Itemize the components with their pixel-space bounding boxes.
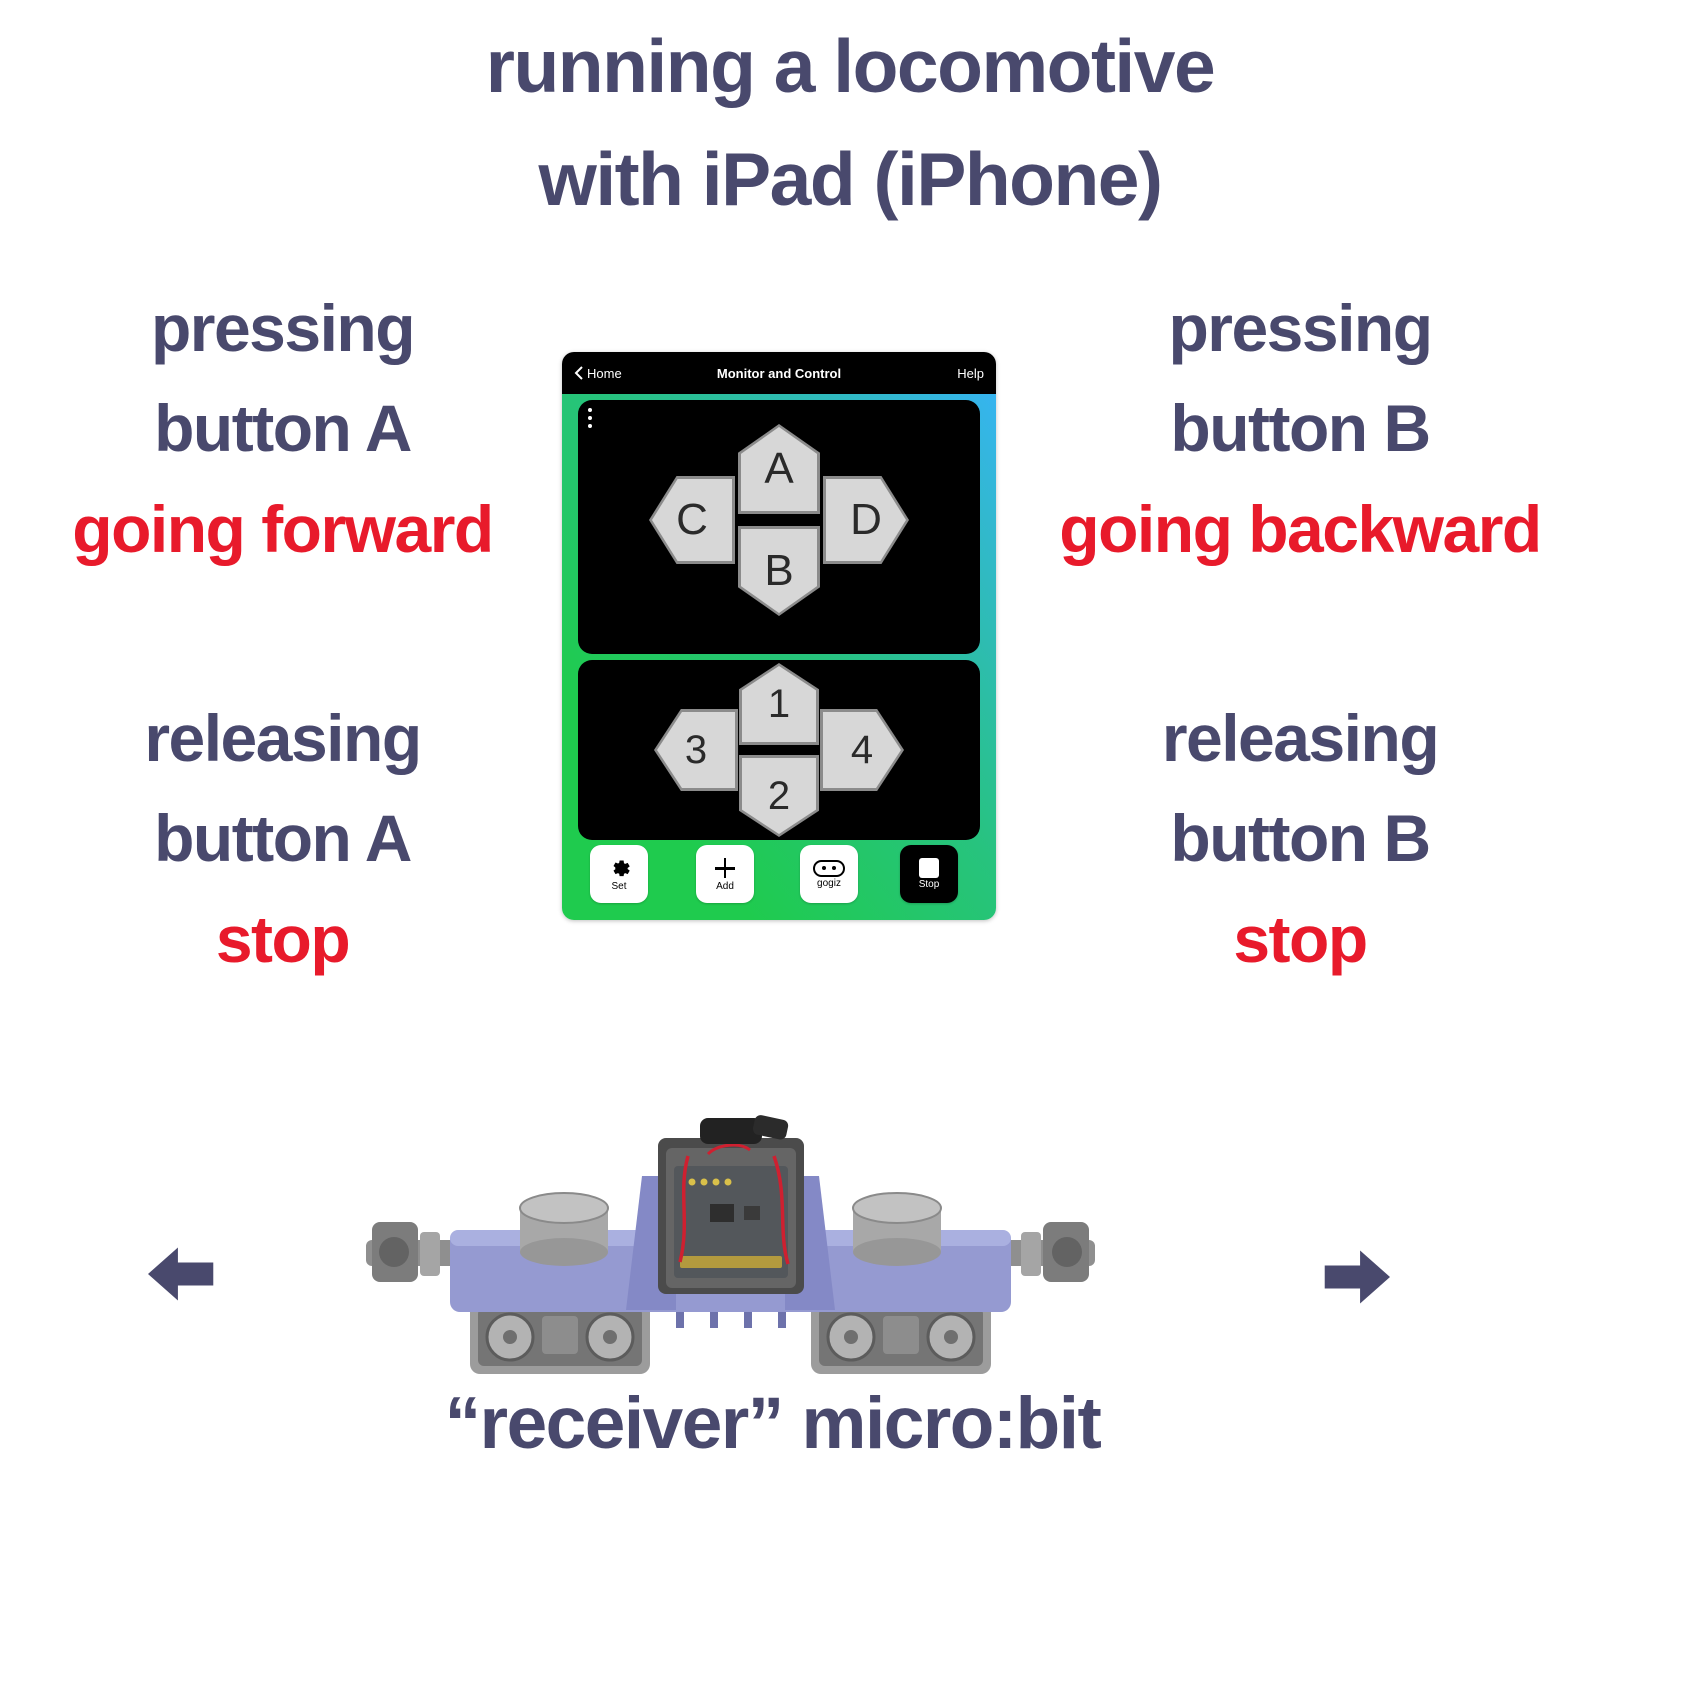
app-nav-bar: Monitor and Control Home Help: [562, 352, 996, 394]
press-a-line2: button A: [154, 391, 412, 466]
help-button[interactable]: Help: [957, 365, 984, 381]
title-line-2: with iPad (iPhone): [538, 136, 1164, 221]
annotation-release-button-a: releasing button A stop: [0, 688, 565, 989]
release-b-action: stop: [1233, 901, 1368, 976]
back-button[interactable]: Home: [574, 366, 622, 381]
annotation-release-button-b: releasing button B stop: [1000, 688, 1600, 989]
release-a-line2: button A: [154, 801, 412, 876]
right-coupler: [995, 1222, 1095, 1282]
right-arrow-icon: [1324, 1250, 1390, 1304]
release-b-line1: releasing: [1161, 701, 1440, 775]
release-a-action: stop: [215, 901, 351, 976]
press-b-line1: pressing: [1168, 291, 1433, 365]
dpad-numbers: 1 2 3 4: [654, 663, 904, 837]
right-motor: [852, 1192, 942, 1266]
press-a-line1: pressing: [150, 291, 416, 365]
dpad-letters-panel: A B C D: [578, 400, 980, 654]
dpad-button-b-label: B: [741, 529, 817, 613]
right-bogie: [811, 1300, 991, 1374]
left-arrow-icon: [148, 1247, 214, 1301]
stop-button[interactable]: Stop: [900, 845, 958, 903]
add-button-label: Add: [716, 881, 734, 892]
dpad-button-1[interactable]: 1: [739, 663, 819, 745]
plus-icon: [713, 856, 737, 880]
gear-icon: [613, 860, 630, 877]
left-bogie: [470, 1300, 650, 1374]
dpad-button-4-label: 4: [823, 712, 901, 788]
annotation-press-button-a: pressing button A going forward: [0, 278, 565, 579]
left-coupler: [366, 1222, 466, 1282]
back-button-label: Home: [587, 365, 622, 381]
locomotive-illustration: [366, 1115, 1095, 1374]
menu-dots-icon[interactable]: [588, 408, 593, 432]
dpad-button-3-label: 3: [657, 712, 735, 788]
dpad-numbers-panel: 1 2 3 4: [578, 660, 980, 840]
press-b-action: going backward: [1059, 491, 1542, 566]
press-a-action: going forward: [72, 491, 494, 566]
left-motor: [519, 1192, 609, 1266]
dpad-button-a-label: A: [741, 427, 817, 511]
dpad-button-3[interactable]: 3: [654, 709, 738, 791]
dpad-button-d-label: D: [826, 479, 906, 561]
stop-icon: [919, 858, 939, 878]
gogiz-button[interactable]: gogiz: [800, 845, 858, 903]
dpad-button-2[interactable]: 2: [739, 755, 819, 837]
page-title: running a locomotive with iPad (iPhone): [0, 10, 1700, 235]
gogiz-button-label: gogiz: [817, 877, 841, 889]
title-line-1: running a locomotive: [485, 24, 1216, 108]
dpad-letters: A B C D: [649, 424, 909, 616]
app-nav-title: Monitor and Control: [716, 365, 842, 381]
app-screenshot: Monitor and Control Home Help A B: [562, 352, 996, 920]
dpad-button-4[interactable]: 4: [820, 709, 904, 791]
release-a-line1: releasing: [144, 701, 422, 775]
set-button-label: Set: [611, 881, 627, 892]
press-b-line2: button B: [1170, 391, 1431, 466]
app-body: A B C D: [562, 394, 996, 920]
set-button[interactable]: Set: [590, 845, 648, 903]
release-b-line2: button B: [1170, 801, 1431, 876]
dpad-button-d[interactable]: D: [823, 476, 909, 564]
dpad-button-a[interactable]: A: [738, 424, 820, 514]
dpad-button-1-label: 1: [742, 666, 816, 742]
dpad-button-c-label: C: [652, 479, 732, 561]
stop-button-label: Stop: [918, 879, 940, 890]
dpad-button-c[interactable]: C: [649, 476, 735, 564]
dpad-button-b[interactable]: B: [738, 526, 820, 616]
caption: “receiver” micro:bit: [444, 1383, 1102, 1464]
microbit-housing: [658, 1115, 804, 1294]
add-button[interactable]: Add: [696, 845, 754, 903]
dpad-button-2-label: 2: [742, 758, 816, 834]
microbit-icon: [813, 859, 845, 877]
chevron-left-icon: [574, 366, 583, 380]
annotation-press-button-b: pressing button B going backward: [1000, 278, 1600, 579]
